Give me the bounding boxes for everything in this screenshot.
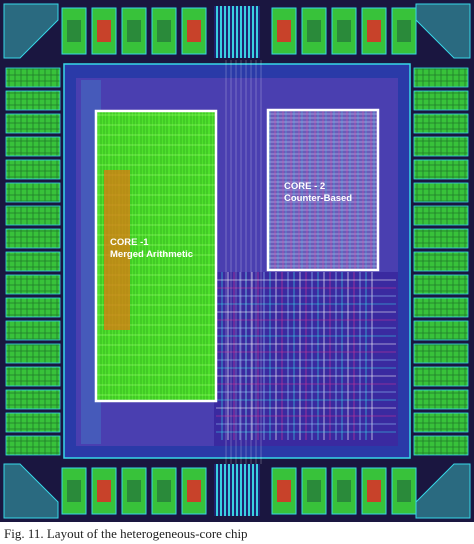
core-2-block (268, 110, 378, 270)
core-1-outline (94, 109, 218, 403)
io-pad (413, 251, 469, 272)
io-pad (413, 205, 469, 226)
io-pad-core (157, 20, 171, 42)
io-pad-core (97, 20, 111, 42)
io-pad (5, 159, 61, 180)
io-pad (5, 67, 61, 88)
io-pad (151, 7, 177, 55)
io-pad (5, 343, 61, 364)
io-pad-core (67, 20, 81, 42)
pad-ring-left (5, 67, 61, 456)
io-pad (5, 412, 61, 433)
io-pad (413, 90, 469, 111)
io-pad (5, 251, 61, 272)
core-1-name: CORE -1 (110, 237, 149, 248)
pad-ring-top (61, 7, 417, 55)
io-pad (5, 320, 61, 341)
io-pad (413, 435, 469, 456)
io-pad-core (367, 20, 381, 42)
io-pad (5, 297, 61, 318)
io-pad (5, 136, 61, 157)
io-pad-core (277, 480, 291, 502)
io-pad-core (367, 480, 381, 502)
io-pad (5, 435, 61, 456)
core-1-hotspot (104, 170, 130, 330)
core-2-outline (266, 108, 380, 272)
io-pad (5, 228, 61, 249)
io-pad-core (157, 480, 171, 502)
io-pad-core (187, 20, 201, 42)
io-pad-core (127, 20, 141, 42)
io-pad (5, 182, 61, 203)
io-pad-core (67, 480, 81, 502)
io-pad (413, 297, 469, 318)
io-pad (413, 136, 469, 157)
io-pad (5, 389, 61, 410)
io-pad (413, 366, 469, 387)
io-pad-core (307, 480, 321, 502)
io-pad (413, 343, 469, 364)
core-1-description: Merged Arithmetic (110, 249, 193, 260)
io-pad-core (337, 480, 351, 502)
io-pad (301, 467, 327, 515)
figure-caption: Fig. 11. Layout of the heterogeneous-cor… (4, 526, 248, 541)
io-pad (413, 320, 469, 341)
io-pad (5, 366, 61, 387)
io-pad (413, 182, 469, 203)
chip-layout-figure: CORE -1 Merged Arithmetic CORE - 2 Count… (0, 0, 474, 522)
io-pad (413, 113, 469, 134)
core-2-name: CORE - 2 (284, 181, 325, 192)
core-2-description: Counter-Based (284, 193, 352, 204)
io-pad-core (127, 480, 141, 502)
pad-ring-right (413, 67, 469, 456)
io-pad-core (307, 20, 321, 42)
io-pad (413, 389, 469, 410)
pad-ring-bottom (61, 467, 417, 515)
io-pad (413, 67, 469, 88)
io-pad-core (187, 480, 201, 502)
io-pad (413, 274, 469, 295)
io-pad (5, 90, 61, 111)
center-pin-strip-top (214, 6, 260, 58)
io-pad-core (337, 20, 351, 42)
io-pad-core (397, 480, 411, 502)
io-pad (5, 113, 61, 134)
io-pad-core (97, 480, 111, 502)
io-pad (5, 274, 61, 295)
center-pin-strip-bottom (214, 464, 260, 516)
corner-cells (3, 3, 471, 519)
io-pad (5, 205, 61, 226)
io-pad (413, 228, 469, 249)
io-pad (413, 159, 469, 180)
io-pad-core (277, 20, 291, 42)
io-pad-core (397, 20, 411, 42)
io-pad (413, 412, 469, 433)
